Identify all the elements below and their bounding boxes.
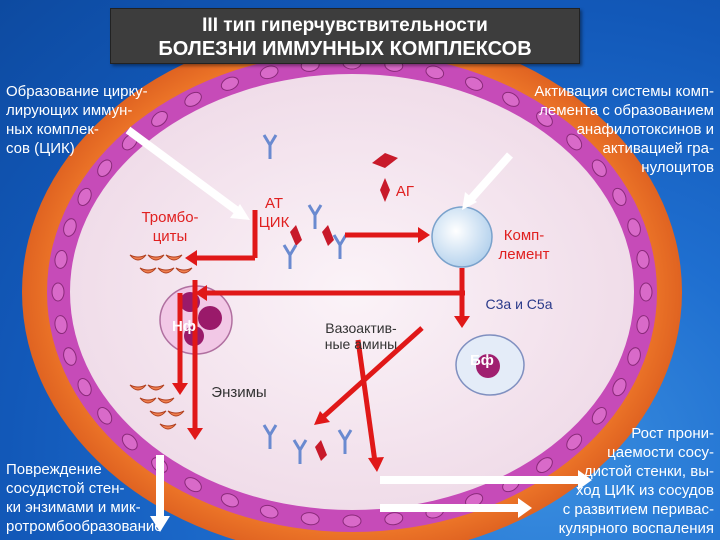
endothelial-cell [259,504,279,519]
compl-line: лемента с образованием [539,102,714,119]
endothelial-cell [300,512,320,526]
label-at-cik: АТ ЦИК [246,194,302,232]
endothelial-cell [612,378,627,397]
at-line: АТ [265,195,283,212]
endothelial-cell [465,76,484,91]
label-complement: Комп- лемент [492,226,556,264]
perm-line: с развитием периваc- [562,501,714,518]
damage-line: Повреждение [6,461,102,478]
endothelial-cell [97,159,113,177]
endothelial-cell [612,187,627,206]
endothelial-cell [342,514,362,528]
damage-line: ротромбообразование [6,518,163,535]
label-permeability: Рост прони- цаемости сосу- дистой стенки… [559,424,714,538]
compl-line: анафилотоксинов и [576,121,714,138]
vaso-line: Вазоактив- [325,320,397,336]
endothelial-cell [220,76,239,91]
endothelial-cell [627,347,641,366]
antigen-diamonds [290,153,398,461]
label-ag: АГ [395,183,415,200]
endothelial-cell [591,159,607,177]
endothelial-cell [77,378,92,397]
platelets-line: Тромбо- [141,209,199,226]
endothelial-cell [63,347,77,366]
endothelial-cell [259,65,279,80]
endothelial-cell [636,249,650,269]
label-damage: Повреждение сосудистой стен- ки энзимами… [6,460,163,536]
cik-line: Образование цирку- [6,83,148,100]
label-vasoactive: Вазоактив- ные амины [306,320,416,352]
cik-line: ных комплек- [6,121,99,138]
endothelial-cell [77,187,92,206]
compl-line: активацией гра- [602,140,714,157]
endothelial-cell [639,282,653,302]
endothelial-cell [184,477,202,493]
antibodies [262,134,353,464]
endothelial-cell [220,493,239,508]
compl-line: Активация системы комп- [534,83,714,100]
endothelial-cell [627,218,641,237]
endothelial-cell [591,407,607,425]
endothelial-cell [54,249,68,269]
white-arrows [125,126,592,532]
endothelial-cell [184,91,202,107]
endothelial-cell [51,282,65,302]
label-platelets: Тромбо- циты [130,208,210,246]
label-neutrophil: Нф [172,318,196,335]
compl-line: нулоцитов [641,159,714,176]
label-complement-activation: Активация системы комп- лемента с образо… [534,82,714,177]
perm-line: дистой стенки, вы- [583,463,714,480]
vaso-line: ные амины [324,336,398,352]
label-basophil: Бф [470,352,494,369]
endothelial-cell [636,315,650,335]
platelets-line: циты [152,228,188,245]
cik-line: сов (ЦИК) [6,140,75,157]
endothelial-cell [566,433,583,451]
platelets-clusters [129,254,193,430]
endothelial-cell [536,110,553,127]
perm-line: цаемости сосу- [607,444,714,461]
endothelial-cell [151,110,168,127]
title-line1: III тип гиперчувствительности [202,15,488,36]
endothelial-cell [97,407,113,425]
title-line2: БОЛЕЗНИ ИММУННЫХ КОМПЛЕКСОВ [158,38,532,60]
perm-line: кулярного воспаления [558,520,714,537]
perm-line: ход ЦИК из сосудов [575,482,714,499]
endothelial-cell [502,91,520,107]
complement-line: Комп- [503,227,545,244]
cik-line: лирующих иммун- [6,102,133,119]
red-arrows [172,210,470,472]
endothelial-cell [384,512,404,526]
damage-line: ки энзимами и мик- [6,499,141,516]
label-enzymes: Энзимы [211,384,267,401]
damage-line: сосудистой стен- [6,480,125,497]
complement-line: лемент [498,246,550,263]
endothelial-cell [54,315,68,335]
label-c3a-c5a: С3а и С5а [485,296,553,312]
label-cik-formation: Образование цирку- лирующих иммун- ных к… [6,82,148,158]
title-box: III тип гиперчувствительности БОЛЕЗНИ ИМ… [110,8,580,64]
endothelial-cell [121,433,138,451]
endothelial-cell [425,65,445,80]
cik-label-line: ЦИК [258,214,290,231]
perm-line: Рост прони- [631,425,714,442]
endothelial-cell [566,133,583,151]
complement-cell [431,206,493,268]
basophil-cell [455,334,525,396]
endothelial-cell [536,457,553,474]
endothelial-cell [63,218,77,237]
